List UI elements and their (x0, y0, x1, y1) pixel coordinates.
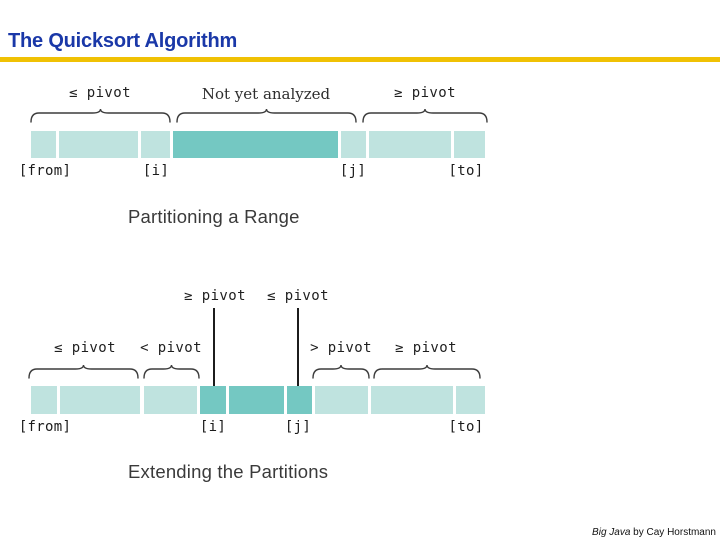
footer-book-title: Big Java (592, 527, 631, 538)
index-label-from: [from] (18, 163, 72, 179)
diagram2-caption: Extending the Partitions (128, 461, 329, 482)
diagram1-caption: Partitioning a Range (128, 206, 300, 227)
array-cell (315, 386, 368, 414)
pointer-label-le-pivot: ≤ pivot (267, 288, 329, 304)
index-label-to: [to] (448, 163, 484, 179)
array-cell (31, 131, 56, 158)
array-cell (456, 386, 485, 414)
brace-ge-pivot (373, 364, 481, 379)
slide-title: The Quicksort Algorithm (8, 30, 238, 52)
footer-book-line: Big Java by Cay Horstmann (447, 526, 716, 539)
index-label-i: [i] (199, 419, 227, 435)
index-label-i: [i] (142, 163, 170, 179)
brace-le-pivot (30, 108, 171, 123)
array-cell-at-j (287, 386, 312, 414)
footer-byline: by Cay Horstmann (630, 527, 716, 538)
region-label-lt-pivot: < pivot (140, 340, 202, 356)
array-cell (341, 131, 366, 158)
region-label-le-pivot: ≤ pivot (69, 85, 131, 101)
region-label-le-pivot: ≤ pivot (54, 340, 116, 356)
brace-ge-pivot (362, 108, 488, 123)
region-label-not-yet-analyzed: Not yet analyzed (201, 85, 331, 103)
brace-gt-pivot (312, 364, 370, 379)
index-label-from: [from] (18, 419, 72, 435)
array-cell (60, 386, 140, 414)
array-cell-unanalyzed (173, 131, 338, 158)
brace-not-yet-analyzed (176, 108, 357, 123)
array-cell (454, 131, 485, 158)
array-cell (141, 131, 170, 158)
pointer-line-i (213, 308, 215, 400)
array-cell-at-i (200, 386, 226, 414)
pointer-label-ge-pivot: ≥ pivot (184, 288, 246, 304)
array-cell-unanalyzed (229, 386, 284, 414)
region-label-ge-pivot: ≥ pivot (394, 85, 456, 101)
footer-credit: Big Java by Cay Horstmann Copyright © 20… (447, 500, 716, 540)
array-cell (59, 131, 138, 158)
index-label-j: [j] (284, 419, 312, 435)
index-label-to: [to] (448, 419, 484, 435)
array-cell (31, 386, 57, 414)
pointer-line-j (297, 308, 299, 400)
array-cell (144, 386, 197, 414)
region-label-ge-pivot: ≥ pivot (395, 340, 457, 356)
title-underline-rule (0, 57, 720, 62)
array-cell (369, 131, 451, 158)
array-cell (371, 386, 453, 414)
index-label-j: [j] (339, 163, 367, 179)
region-label-gt-pivot: > pivot (310, 340, 372, 356)
brace-le-pivot (28, 364, 139, 379)
brace-lt-pivot (143, 364, 200, 379)
